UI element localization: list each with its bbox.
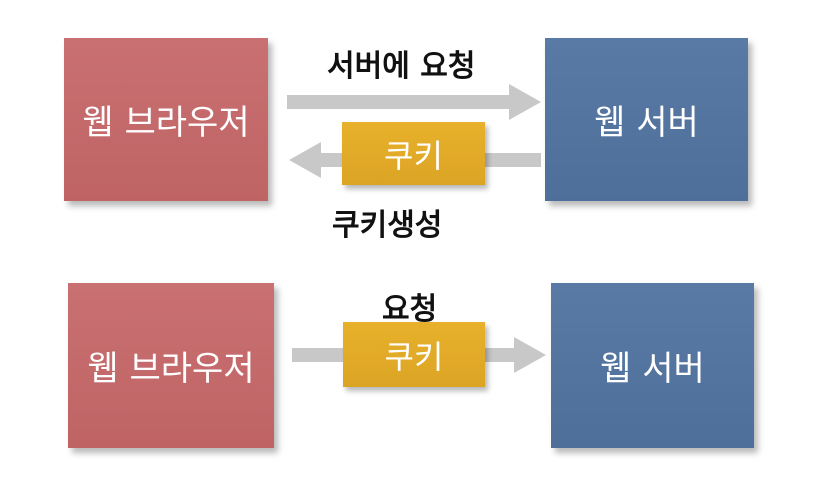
web-server-label: 웹 서버	[594, 103, 699, 143]
web-browser-box: 웹 브라우저	[64, 38, 268, 201]
cookie-box-row2: 쿠키	[343, 322, 485, 387]
web-browser-label-2: 웹 브라우저	[87, 349, 255, 389]
web-server-label-2: 웹 서버	[600, 349, 705, 389]
request-to-server-label: 서버에 요청	[327, 49, 476, 84]
cookie-creation-label: 쿠키생성	[332, 208, 443, 243]
request-label-row2: 요청	[382, 292, 438, 327]
web-server-box-2: 웹 서버	[551, 283, 754, 448]
request-arrow-right	[287, 84, 541, 120]
web-browser-box-2: 웹 브라우저	[68, 283, 274, 448]
cookie-label-row2: 쿠키	[384, 337, 444, 376]
web-server-box: 웹 서버	[545, 38, 748, 201]
cookie-label-row1: 쿠키	[384, 136, 443, 175]
cookie-box-row1: 쿠키	[342, 122, 485, 185]
web-browser-label: 웹 브라우저	[82, 103, 250, 143]
